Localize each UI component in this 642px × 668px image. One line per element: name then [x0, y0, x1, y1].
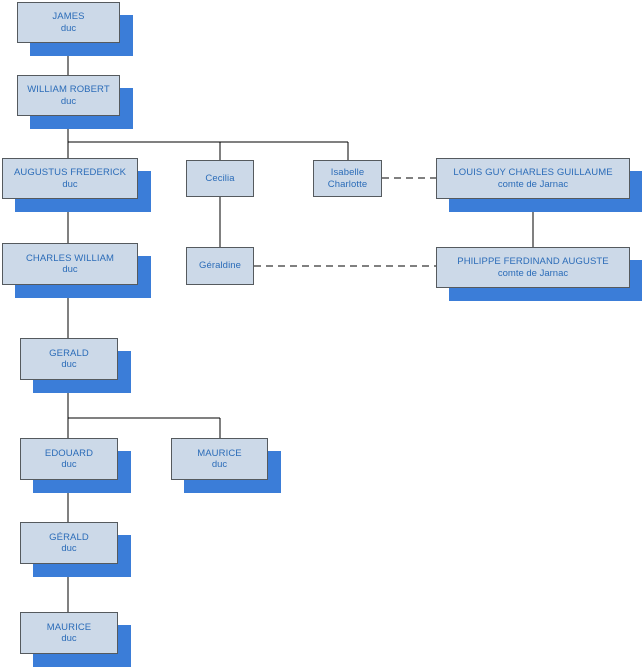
- node-title: duc: [61, 633, 77, 644]
- node-geraldine[interactable]: Géraldine: [186, 247, 254, 285]
- node-name: GÉRALD: [49, 531, 89, 543]
- node-title: duc: [211, 459, 228, 470]
- node-title: duc: [60, 22, 77, 34]
- node-title: comte de Jarnac: [497, 267, 569, 279]
- node-title: duc: [61, 459, 77, 470]
- node-title: duc: [60, 95, 77, 107]
- node-name: PHILIPPE FERDINAND AUGUSTE: [457, 256, 609, 268]
- node-name: CHARLES WILLIAM: [25, 252, 115, 264]
- node-name: MAURICE: [46, 621, 92, 633]
- node-name: AUGUSTUS FREDERICK: [13, 167, 127, 179]
- node-name: WILLIAM ROBERT: [27, 84, 110, 96]
- node-title: duc: [61, 543, 77, 554]
- node-name: JAMES: [52, 11, 85, 23]
- node-title: comte de Jarnac: [497, 178, 569, 190]
- node-title: duc: [62, 178, 78, 190]
- node-name: EDOUARD: [44, 447, 94, 459]
- node-name: Cecilia: [205, 172, 235, 184]
- node-name: Géraldine: [198, 260, 242, 272]
- node-name: GERALD: [49, 347, 89, 359]
- node-name: Isabelle Charlotte: [327, 167, 368, 190]
- node-name: MAURICE: [197, 447, 242, 459]
- node-isabelle-charlotte[interactable]: Isabelle Charlotte: [313, 160, 382, 197]
- node-title: duc: [62, 264, 78, 275]
- node-name: LOUIS GUY CHARLES GUILLAUME: [453, 167, 613, 179]
- node-cecilia[interactable]: Cecilia: [186, 160, 254, 197]
- node-title: duc: [61, 359, 77, 370]
